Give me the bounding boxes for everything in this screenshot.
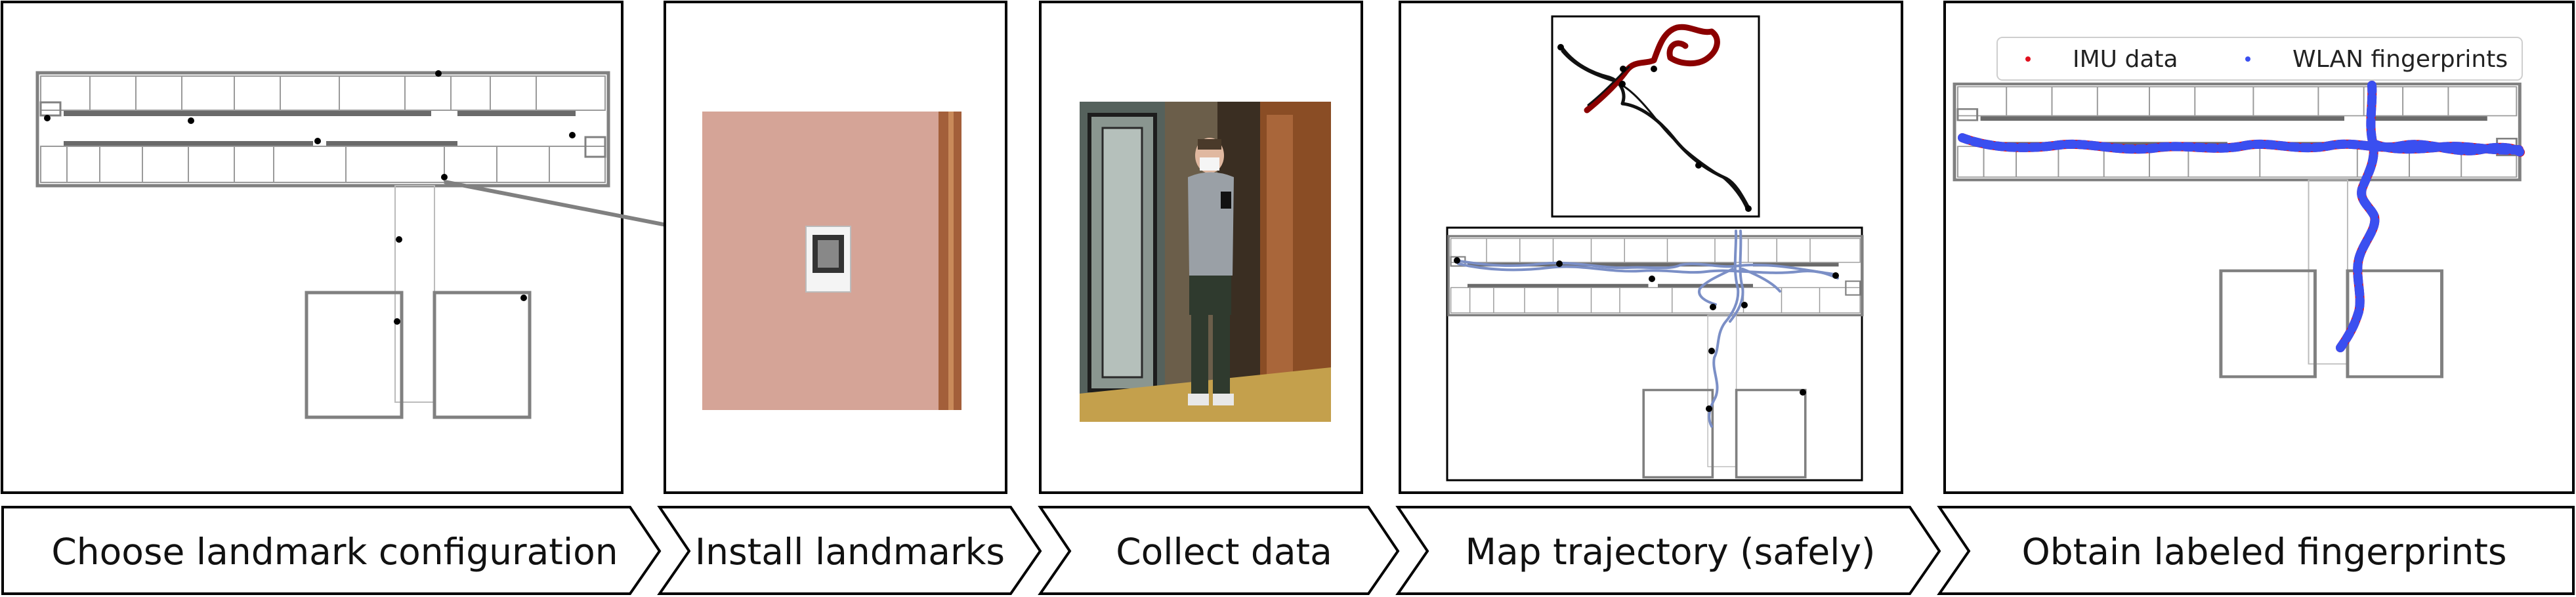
labeled-trajectory: [1958, 81, 2525, 352]
chevron-step-3: [1038, 506, 1400, 595]
person: [1188, 138, 1234, 405]
chevron-step-1: [1, 506, 662, 595]
legend-wlan-label: WLAN fingerprints: [2292, 46, 2508, 73]
step-label-4: Map trajectory (safely): [1465, 531, 1876, 573]
panel-landmark-config: [1, 1, 623, 494]
raw-trajectory-landmarks: [1557, 44, 1752, 212]
process-chevrons: [1, 506, 2575, 595]
imu-legend-marker: [2025, 56, 2031, 62]
chevron-step-5: [1937, 506, 2575, 595]
chevron-step-2: [657, 506, 1042, 595]
photo-person-hallway: [1080, 102, 1331, 422]
mapped-landmarks: [1454, 257, 1839, 412]
photo-wall-landmark: [702, 112, 961, 410]
raw-trajectory: [1559, 24, 1751, 211]
step-label-1: Choose landmark configuration: [51, 531, 618, 573]
landmark-markers: [44, 70, 576, 325]
raw-trajectory-inset: [1551, 15, 1760, 218]
legend-imu-label: IMU data: [2073, 46, 2178, 73]
step-label-3: Collect data: [1116, 531, 1332, 573]
mapped-trajectory: [1454, 230, 1839, 428]
step-label-5: Obtain labeled fingerprints: [2021, 531, 2507, 573]
legend: IMU data WLAN fingerprints: [1996, 37, 2523, 81]
chevron-step-4: [1395, 506, 1941, 595]
wlan-legend-marker: [2245, 56, 2250, 62]
step-label-2: Install landmarks: [694, 531, 1005, 573]
